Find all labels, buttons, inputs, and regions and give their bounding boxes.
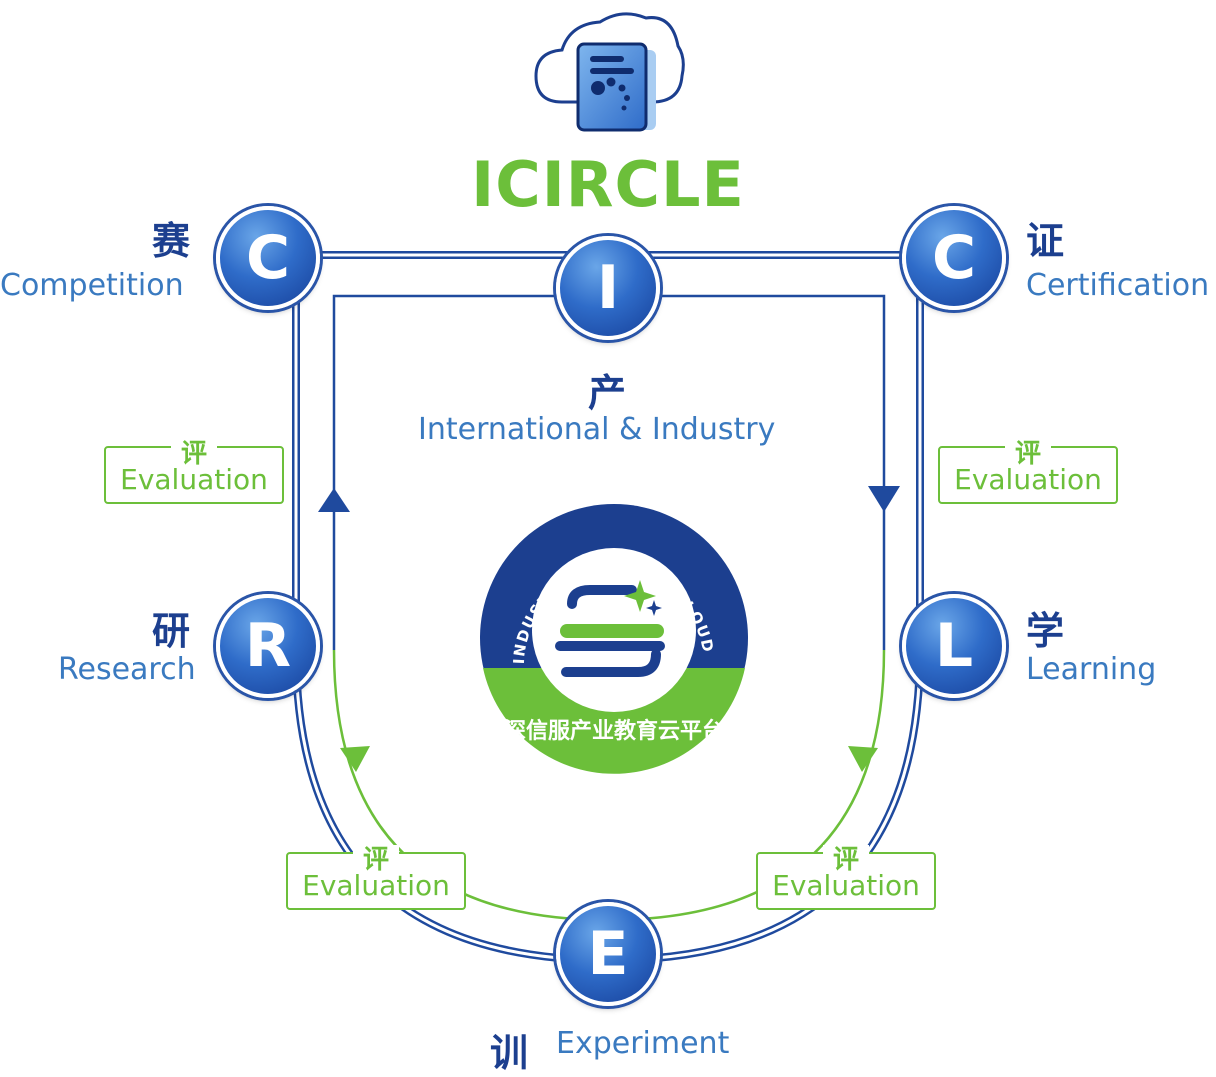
flow-arrows [318,486,900,772]
evaluation-box-bottom-right: 评 Evaluation [756,845,936,910]
cloud-server-icon [534,12,685,132]
sparkle-small-icon [646,600,662,616]
evaluation-cn: 评 [1004,439,1051,469]
down-arrow-left-green [340,746,370,772]
certification-cn-label: 证 [1026,219,1065,263]
node-learning[interactable]: L [902,594,1006,698]
page-title: ICIRCLE [471,148,745,221]
node-competition[interactable]: C [216,206,320,310]
certification-en-label: Certification [1026,268,1210,303]
node-certification[interactable]: C [902,206,1006,310]
competition-cn-label: 赛 [152,219,191,263]
logo-cn-text: 深信服产业教育云平台 [504,718,724,744]
evaluation-en: Evaluation [772,869,920,902]
research-en-label: Research [58,652,196,687]
node-experiment[interactable]: E [556,902,660,1006]
up-arrow-left [318,488,350,512]
evaluation-cn: 评 [822,845,869,875]
international-en-label: International & Industry [418,412,776,447]
evaluation-box-bottom-left: 评 Evaluation [286,845,466,910]
node-international[interactable]: I [556,236,660,340]
international-cn-label: 产 [588,371,627,415]
learning-en-label: Learning [1026,652,1157,687]
experiment-cn-label: 训 [490,1031,529,1075]
evaluation-cn: 评 [352,845,399,875]
down-arrow-right [868,486,900,512]
node-research[interactable]: R [216,594,320,698]
research-cn-label: 研 [152,609,191,653]
sparkle-icon [624,580,656,612]
evaluation-cn: 评 [170,439,217,469]
down-arrow-right-green [848,746,878,772]
competition-en-label: Competition [0,268,184,303]
evaluation-box-right: 评 Evaluation [938,439,1118,504]
evaluation-en: Evaluation [954,463,1102,496]
learning-cn-label: 学 [1026,609,1065,653]
evaluation-box-left: 评 Evaluation [104,439,284,504]
experiment-en-label: Experiment [556,1026,730,1061]
evaluation-en: Evaluation [302,869,450,902]
evaluation-en: Evaluation [120,463,268,496]
